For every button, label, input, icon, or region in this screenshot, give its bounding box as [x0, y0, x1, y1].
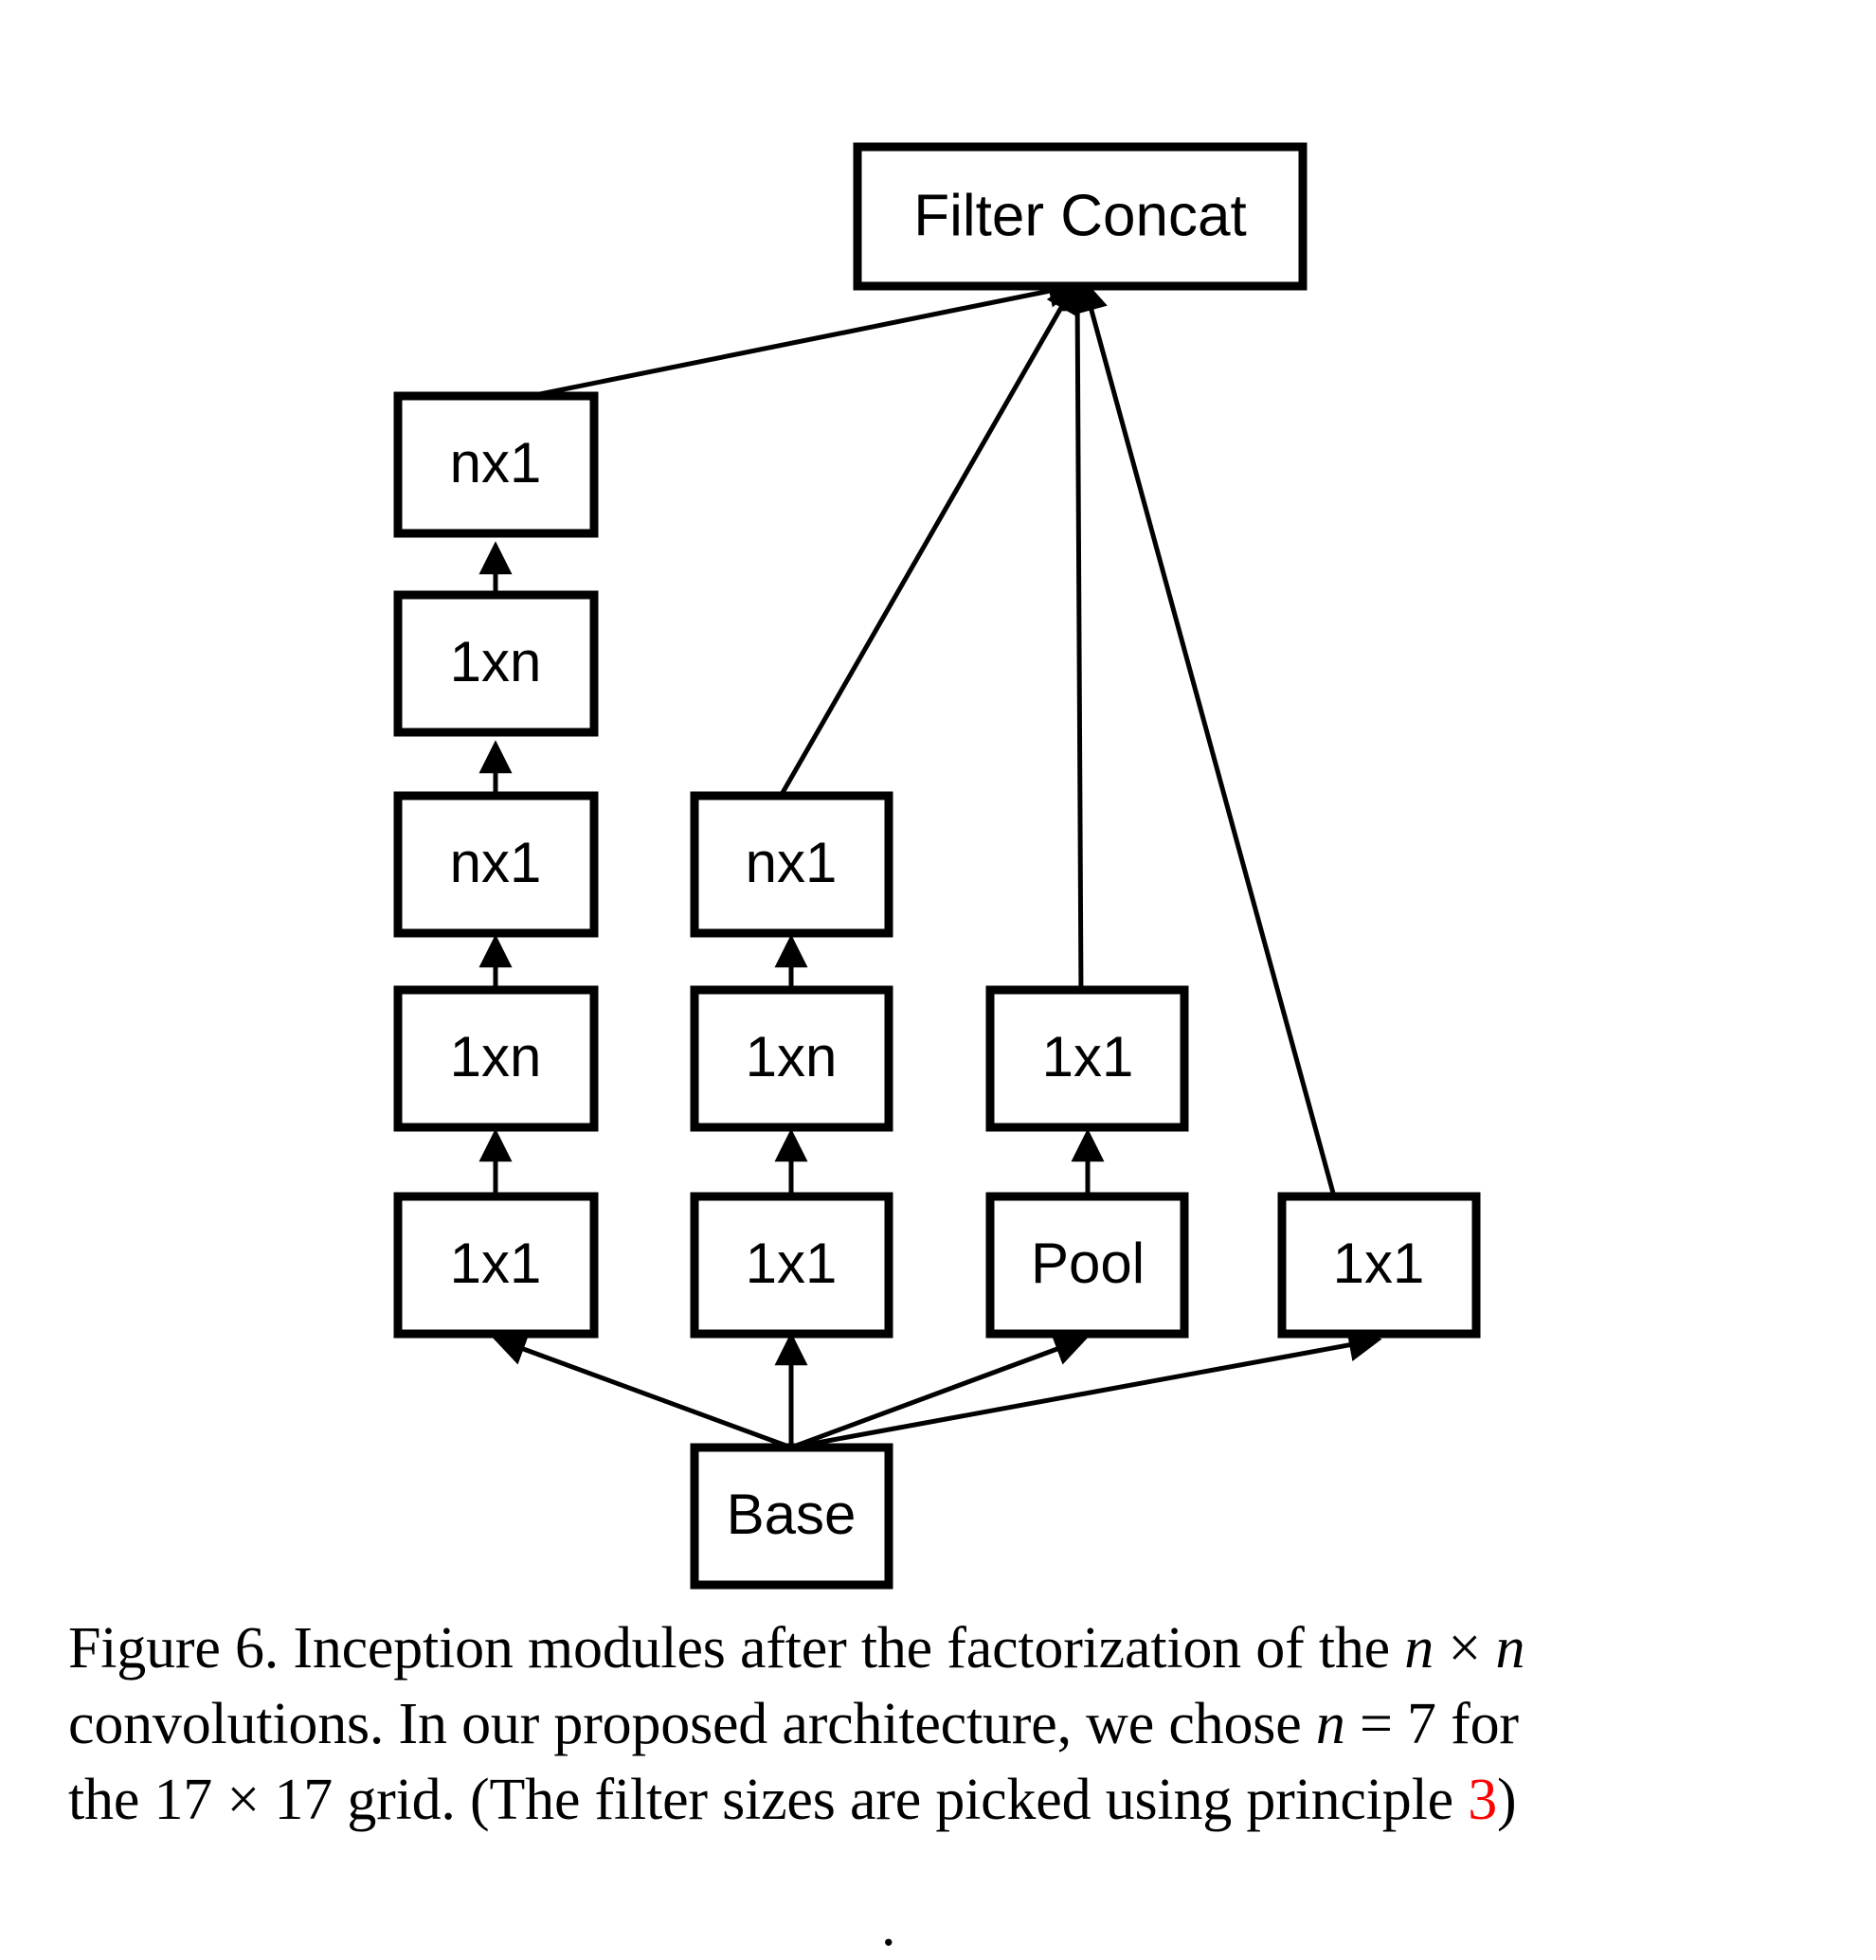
b1-1xn-upper-box[interactable]: [393, 590, 599, 737]
b1-nx1-mid-label: nx1: [450, 831, 542, 894]
edge-base-to-b1-1x1: [492, 1333, 792, 1450]
b1-1x1-box[interactable]: [393, 1192, 599, 1339]
trailing-period: .: [881, 1894, 896, 1958]
b3-1x1-box[interactable]: [985, 985, 1189, 1132]
caption-line3-num-a: 17: [153, 1768, 213, 1832]
b2-nx1-box[interactable]: [690, 791, 893, 938]
b3-pool-box[interactable]: [985, 1192, 1189, 1339]
b1-1xn-lower-label: 1xn: [450, 1025, 542, 1088]
b3-1x1-label: 1x1: [1042, 1025, 1134, 1088]
edge-b3-1x1-to-concat: [1060, 278, 1094, 1000]
edge-base-to-pool: [790, 1333, 1089, 1450]
node-base[interactable]: Base: [690, 1443, 893, 1590]
caption-line1-var-n-a: n: [1404, 1616, 1434, 1681]
node-b1-1xn-lower[interactable]: 1xn: [393, 985, 599, 1132]
caption-line3-num-b: 17: [274, 1768, 334, 1832]
node-b2-nx1[interactable]: nx1: [690, 791, 893, 938]
node-b1-1xn-upper[interactable]: 1xn: [393, 590, 599, 737]
node-b4-1x1[interactable]: 1x1: [1277, 1192, 1481, 1339]
edge-group-branch-3: [1060, 278, 1105, 1196]
node-b1-nx1-mid[interactable]: nx1: [393, 791, 599, 938]
caption-line3-middle: grid. (The filter sizes are picked using…: [333, 1768, 1469, 1832]
filter-concat-box[interactable]: [853, 142, 1308, 291]
b1-nx1-top-label: nx1: [450, 431, 542, 494]
edge-b2-nx1-to-concat: [777, 279, 1078, 800]
node-filter-concat[interactable]: Filter Concat: [853, 142, 1308, 291]
node-b2-1x1[interactable]: 1x1: [690, 1192, 893, 1339]
caption-line-2: convolutions. In our proposed architectu…: [68, 1686, 1808, 1762]
caption-line1-prefix: Figure 6. Inception modules after the fa…: [68, 1616, 1405, 1681]
caption-line1-times: ×: [1434, 1616, 1496, 1681]
base-label: Base: [727, 1483, 857, 1546]
edge-base-to-b4-1x1: [790, 1328, 1382, 1450]
caption-line3-prefix: the: [68, 1768, 154, 1832]
caption-line-3: the 17 × 17 grid. (The filter sizes are …: [68, 1762, 1808, 1838]
caption-line2-prefix: convolutions. In our proposed architectu…: [68, 1692, 1316, 1756]
b2-1x1-label: 1x1: [746, 1232, 838, 1295]
caption-line2-suffix: for: [1435, 1692, 1519, 1756]
edge-b4-1x1-to-concat: [1075, 278, 1337, 1197]
edge-b1-nx1-to-concat: [530, 275, 1082, 399]
caption-line2-value: 7: [1407, 1692, 1436, 1756]
filter-concat-label: Filter Concat: [913, 183, 1246, 248]
b4-1x1-label: 1x1: [1333, 1232, 1425, 1295]
caption-line2-var-n: n: [1315, 1692, 1345, 1756]
node-b3-pool[interactable]: Pool: [985, 1192, 1189, 1339]
b2-1xn-label: 1xn: [746, 1025, 838, 1088]
edge-group-base-fanout: [492, 1328, 1382, 1450]
b1-1xn-lower-box[interactable]: [393, 985, 599, 1132]
caption-line2-equals: =: [1344, 1692, 1408, 1756]
b2-nx1-label: nx1: [746, 831, 838, 894]
caption-line3-times: ×: [212, 1768, 275, 1832]
caption-line1-var-n-b: n: [1495, 1616, 1525, 1681]
b3-pool-label: Pool: [1031, 1232, 1145, 1295]
b2-1x1-box[interactable]: [690, 1192, 893, 1339]
inception-module-diagram: Filter Concat nx1 1xn nx1 1xn 1x1 nx1: [393, 142, 1481, 1590]
b2-1xn-box[interactable]: [690, 985, 893, 1132]
b1-nx1-top-box[interactable]: [393, 391, 599, 538]
b1-1xn-upper-label: 1xn: [450, 630, 542, 693]
principle-reference-link[interactable]: 3: [1468, 1768, 1498, 1832]
b1-nx1-mid-box[interactable]: [393, 791, 599, 938]
caption-line-1: Figure 6. Inception modules after the fa…: [68, 1610, 1808, 1686]
edge-group-branch-4: [1075, 278, 1337, 1197]
b4-1x1-box[interactable]: [1277, 1192, 1481, 1339]
node-b1-nx1-top[interactable]: nx1: [393, 391, 599, 538]
b1-1x1-label: 1x1: [450, 1232, 542, 1295]
caption-line3-suffix: ): [1497, 1768, 1517, 1832]
base-box[interactable]: [690, 1443, 893, 1590]
node-b1-1x1[interactable]: 1x1: [393, 1192, 599, 1339]
node-b2-1xn[interactable]: 1xn: [690, 985, 893, 1132]
node-b3-1x1[interactable]: 1x1: [985, 985, 1189, 1132]
figure-caption: Figure 6. Inception modules after the fa…: [68, 1610, 1808, 1838]
